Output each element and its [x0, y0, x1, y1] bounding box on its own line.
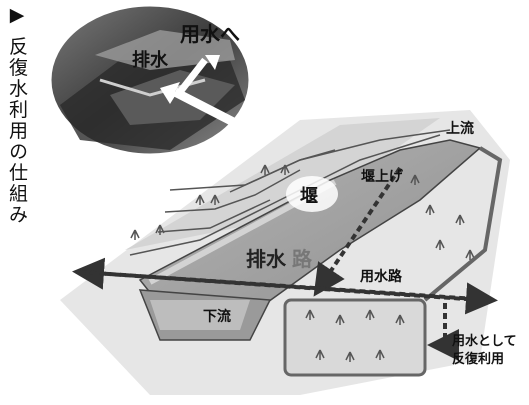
label-drain-channel-b: 路	[292, 247, 312, 271]
photo-label-drain: 排水	[132, 50, 168, 71]
label-downstream: 下流	[203, 309, 231, 325]
flow-lines	[72, 166, 498, 361]
vertical-title: ▶ 反復水利用の仕組み	[3, 4, 29, 225]
weir-glow	[286, 176, 338, 212]
label-upstream: 上流	[446, 121, 474, 137]
label-reuse-line2: 反復利用	[452, 352, 505, 367]
rice-plants	[130, 164, 475, 362]
reuse-flow-arrow	[427, 303, 459, 361]
photo-arrow-to-irrigation	[177, 57, 208, 95]
label-irrigation-channel: 用水路	[360, 269, 402, 285]
irrigation-flow-arrow-right	[79, 270, 498, 315]
label-reuse-line1: 用水として	[452, 334, 517, 349]
irrigation-bank	[423, 146, 503, 302]
label-weir: 堰	[300, 186, 318, 207]
photo-inset	[48, 3, 252, 157]
title-text: ▶ 反復水利用の仕組み	[6, 4, 28, 226]
left-field	[125, 118, 440, 250]
photo-label-to-irrigation: 用水へ	[180, 22, 240, 46]
photo-arrow-drain	[160, 82, 245, 125]
label-weir-raise: 堰上げ	[361, 169, 403, 185]
paddy-field	[283, 298, 427, 377]
weir-flow-arrow	[313, 166, 402, 297]
terrace-lines	[129, 129, 451, 256]
label-drain-channel-a: 排水	[246, 247, 286, 271]
